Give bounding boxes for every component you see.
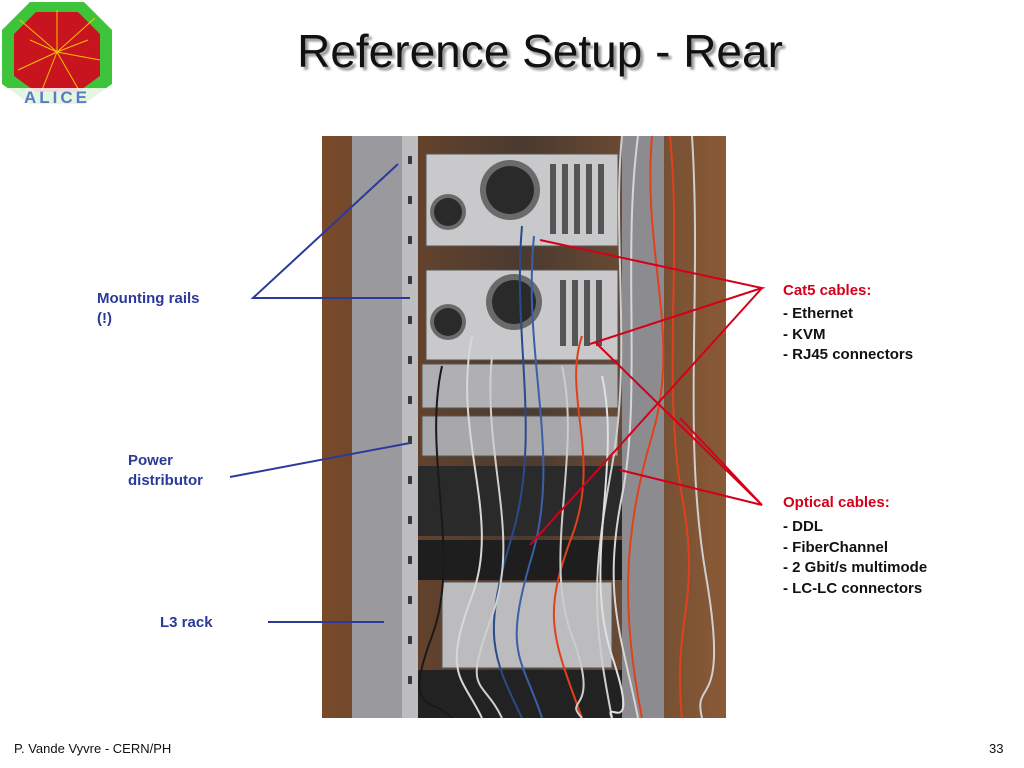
alice-logo: ALICE (0, 0, 114, 107)
mounting-rails-line1: Mounting rails (97, 290, 200, 307)
power-distributor-line1: Power (128, 452, 174, 469)
power-distributor-line2: distributor (128, 472, 203, 489)
cat5-heading: Cat5 cables: (783, 282, 872, 299)
rack-rear-photo (322, 135, 726, 719)
list-item: - 2 Gbit/s multimode (783, 559, 928, 576)
list-item: - Ethernet (783, 305, 854, 322)
list-item: - RJ45 connectors (783, 346, 914, 363)
l3-rack-label: L3 rack (160, 614, 213, 631)
power-distributor-label: Power distributor (128, 451, 203, 491)
page-number: 33 (989, 741, 1004, 756)
logo-text: ALICE (24, 88, 90, 106)
mounting-rails-line2: (!) (97, 310, 112, 327)
mounting-rails-label: Mounting rails (!) (97, 289, 200, 329)
footer-author: P. Vande Vyvre - CERN/PH (14, 741, 172, 756)
slide-title: Reference Setup - Rear (297, 25, 783, 77)
list-item: - KVM (783, 325, 826, 343)
optical-heading: Optical cables: (783, 494, 890, 511)
optical-list: - DDL - FiberChannel - 2 Gbit/s multimod… (783, 517, 927, 599)
list-item: - FiberChannel (783, 538, 889, 556)
list-item: - DDL (783, 518, 823, 535)
list-item: - LC-LC connectors (783, 579, 923, 597)
cat5-list: - Ethernet - KVM - RJ45 connectors (783, 304, 913, 366)
